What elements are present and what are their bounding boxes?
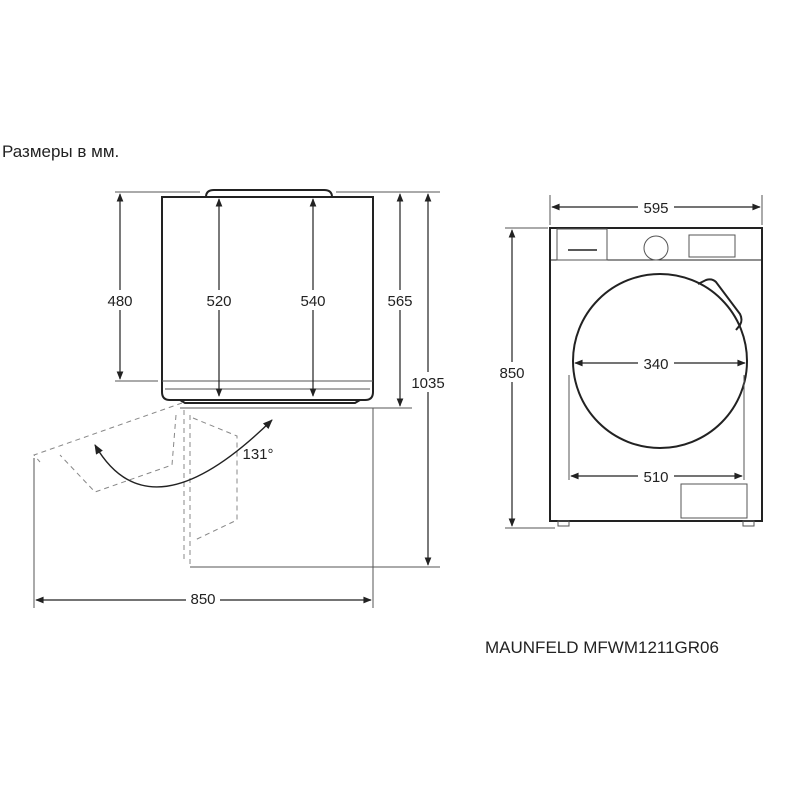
door-closed <box>179 399 361 404</box>
door-circle <box>572 273 748 449</box>
top-lid-bump <box>205 189 333 198</box>
dim-850-width-label: 850 <box>190 591 215 608</box>
model-name: MAUNFELD MFWM1211GR06 <box>485 638 719 657</box>
filter-hatch <box>680 483 748 519</box>
dim-595-label: 595 <box>643 200 668 217</box>
foot-left <box>557 520 570 527</box>
dim-850-height-label: 850 <box>499 365 524 382</box>
dim-565-label: 565 <box>387 293 412 310</box>
dim-480-label: 480 <box>107 293 132 310</box>
top-view: 480 520 540 565 1035 850 131° <box>33 189 448 608</box>
door-open-outline <box>33 402 238 565</box>
front-view: 595 850 340 510 <box>497 195 763 529</box>
detergent-drawer <box>556 228 608 261</box>
units-caption: Размеры в мм. <box>2 142 120 161</box>
machine-front-body <box>549 227 763 522</box>
dim-540-label: 540 <box>300 293 325 310</box>
door-handle <box>697 278 743 331</box>
door-angle-arc <box>94 419 273 488</box>
machine-body-top <box>161 196 374 401</box>
program-knob <box>643 235 669 261</box>
foot-right <box>742 520 755 527</box>
door-angle-label: 131° <box>242 446 273 463</box>
dim-510-label: 510 <box>643 469 668 486</box>
display-panel <box>688 234 736 258</box>
dim-340-label: 340 <box>643 356 668 373</box>
dim-520-label: 520 <box>206 293 231 310</box>
dim-1035-label: 1035 <box>411 375 444 392</box>
